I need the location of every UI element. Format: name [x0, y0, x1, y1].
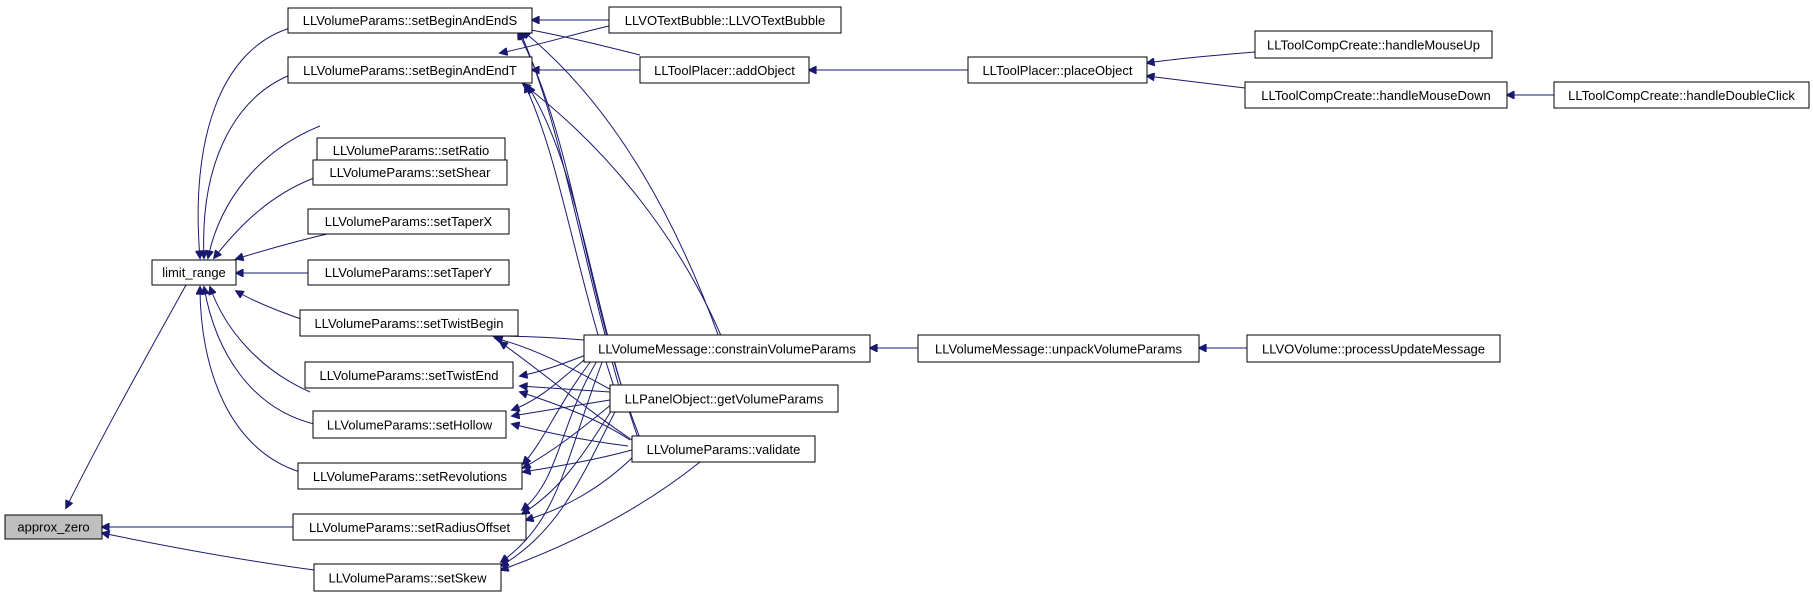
node-unpackvolumeparams[interactable]: LLVolumeMessage::unpackVolumeParams	[917, 334, 1200, 363]
node-settapery[interactable]: LLVolumeParams::setTaperY	[307, 259, 510, 286]
edge-addobject-to-setbeginandends	[520, 28, 641, 56]
svg-text:LLToolPlacer::placeObject: LLToolPlacer::placeObject	[982, 63, 1132, 78]
edge-constrain-to-setskew	[501, 356, 605, 562]
node-llvotextbubble[interactable]: LLVOTextBubble::LLVOTextBubble	[608, 6, 842, 34]
svg-text:LLVOVolume::processUpdateMessa: LLVOVolume::processUpdateMessage	[1262, 342, 1485, 357]
svg-text:LLVolumeParams::setSkew: LLVolumeParams::setSkew	[329, 571, 488, 586]
edge-setshear-to-limit-range	[214, 177, 315, 258]
svg-text:LLVolumeMessage::constrainVolu: LLVolumeMessage::constrainVolumeParams	[598, 342, 856, 357]
node-settwistbegin[interactable]: LLVolumeParams::setTwistBegin	[299, 309, 519, 337]
node-constrainvolumeparams[interactable]: LLVolumeMessage::constrainVolumeParams	[583, 334, 871, 363]
node-setbeginandendt[interactable]: LLVolumeParams::setBeginAndEndT	[287, 56, 533, 84]
edge-constrain-to-setbeginandends	[523, 31, 721, 341]
svg-text:LLVolumeParams::setRadiusOffse: LLVolumeParams::setRadiusOffset	[309, 520, 511, 535]
node-processupdatemessage[interactable]: LLVOVolume::processUpdateMessage	[1246, 334, 1501, 363]
svg-text:LLVolumeParams::setHollow: LLVolumeParams::setHollow	[327, 418, 493, 433]
svg-text:LLToolCompCreate::handleDouble: LLToolCompCreate::handleDoubleClick	[1568, 88, 1795, 103]
edge-settaperx-to-limit-range	[236, 230, 341, 259]
edge-constrain-to-sethollow	[512, 354, 591, 410]
node-settaperx[interactable]: LLVolumeParams::setTaperX	[307, 208, 510, 235]
node-handlemousedown[interactable]: LLToolCompCreate::handleMouseDown	[1244, 81, 1508, 109]
node-setratio[interactable]: LLVolumeParams::setRatio	[316, 137, 506, 164]
edge-constrain-to-setrevolutions	[523, 355, 596, 464]
edge-constrain-to-settwistbegin	[493, 336, 585, 341]
svg-text:LLVolumeParams::setRatio: LLVolumeParams::setRatio	[333, 143, 490, 158]
node-approx-zero[interactable]: approx_zero	[4, 514, 103, 540]
edges	[66, 20, 1554, 570]
svg-text:LLVolumeParams::setBeginAndEnd: LLVolumeParams::setBeginAndEndT	[303, 63, 517, 78]
node-sethollow[interactable]: LLVolumeParams::setHollow	[312, 410, 507, 439]
edge-limit-range-to-approx-zero	[66, 284, 187, 508]
node-handlemouseup[interactable]: LLToolCompCreate::handleMouseUp	[1254, 30, 1493, 59]
edge-setrevolutions-to-limit-range	[200, 287, 301, 473]
edge-validate-to-setradiusoffset	[526, 453, 637, 520]
node-addobject[interactable]: LLToolPlacer::addObject	[639, 56, 810, 84]
node-setbeginandends[interactable]: LLVolumeParams::setBeginAndEndS	[287, 7, 533, 34]
node-placeobject[interactable]: LLToolPlacer::placeObject	[967, 56, 1148, 84]
svg-text:LLToolCompCreate::handleMouseD: LLToolCompCreate::handleMouseDown	[1261, 88, 1491, 103]
edge-getvolparams-to-setradiusoffset	[522, 404, 616, 514]
edge-getvolparams-to-settwistbegin	[495, 338, 616, 393]
node-handledoubleclick[interactable]: LLToolCompCreate::handleDoubleClick	[1553, 81, 1810, 109]
edge-getvolparams-to-setskew	[501, 405, 619, 566]
svg-text:LLPanelObject::getVolumeParams: LLPanelObject::getVolumeParams	[625, 392, 824, 407]
edge-constrain-to-setbeginandendt	[523, 84, 723, 339]
svg-text:LLVolumeParams::setTaperY: LLVolumeParams::setTaperY	[325, 265, 493, 280]
svg-text:LLVolumeParams::setTwistEnd: LLVolumeParams::setTwistEnd	[320, 368, 499, 383]
edge-setbeginandends-to-limit-range	[198, 27, 291, 258]
edge-textbubble-to-setbeginandendt	[500, 25, 610, 53]
edge-constrain-to-settwistend	[520, 354, 587, 376]
node-getvolumeparams[interactable]: LLPanelObject::getVolumeParams	[609, 384, 839, 413]
svg-text:limit_range: limit_range	[162, 265, 226, 280]
svg-text:LLVolumeParams::setTwistBegin: LLVolumeParams::setTwistBegin	[314, 316, 503, 331]
node-setshear[interactable]: LLVolumeParams::setShear	[312, 159, 508, 186]
node-validate[interactable]: LLVolumeParams::validate	[631, 435, 816, 463]
edge-setratio-to-limit-range	[208, 125, 321, 258]
edge-constrain-to-setradiusoffset	[522, 355, 601, 510]
svg-text:LLVOTextBubble::LLVOTextBubble: LLVOTextBubble::LLVOTextBubble	[625, 13, 825, 28]
nodes: approx_zero limit_range LLVolumeParams::…	[4, 6, 1810, 592]
edge-validate-to-setskew	[501, 461, 701, 570]
edge-getvolparams-to-setrevolutions	[523, 403, 613, 468]
svg-text:LLVolumeParams::setTaperX: LLVolumeParams::setTaperX	[325, 214, 493, 229]
svg-text:LLVolumeParams::setBeginAndEnd: LLVolumeParams::setBeginAndEndS	[303, 13, 518, 28]
edge-getvolparams-to-sethollow	[512, 399, 611, 416]
svg-text:LLVolumeMessage::unpackVolumeP: LLVolumeMessage::unpackVolumeParams	[935, 342, 1182, 357]
node-settwistend[interactable]: LLVolumeParams::setTwistEnd	[304, 361, 514, 389]
edge-setskew-to-approx-zero	[102, 533, 315, 571]
node-limit-range[interactable]: limit_range	[151, 259, 237, 286]
edge-validate-to-sethollow	[512, 424, 629, 447]
node-setrevolutions[interactable]: LLVolumeParams::setRevolutions	[297, 462, 523, 490]
node-setskew[interactable]: LLVolumeParams::setSkew	[313, 563, 502, 592]
edge-setbeginandendt-to-limit-range	[204, 74, 291, 258]
edge-settwistend-to-limit-range	[210, 287, 311, 393]
edge-mousedown-to-placeobject	[1147, 76, 1246, 89]
edge-mouseup-to-placeobject	[1147, 51, 1256, 63]
svg-text:LLToolCompCreate::handleMouseU: LLToolCompCreate::handleMouseUp	[1267, 38, 1480, 53]
svg-text:LLVolumeParams::validate: LLVolumeParams::validate	[647, 442, 801, 457]
edge-sethollow-to-limit-range	[204, 287, 319, 426]
svg-text:LLVolumeParams::setRevolutions: LLVolumeParams::setRevolutions	[313, 469, 508, 484]
svg-text:LLToolPlacer::addObject: LLToolPlacer::addObject	[654, 63, 795, 78]
edge-validate-to-settwistend	[520, 392, 631, 441]
edge-validate-to-setrevolutions	[523, 449, 633, 472]
svg-text:LLVolumeParams::setShear: LLVolumeParams::setShear	[330, 165, 492, 180]
edge-validate-to-setbeginandendt	[528, 86, 639, 439]
svg-text:approx_zero: approx_zero	[17, 520, 89, 535]
edge-getvolparams-to-settwistend	[520, 386, 611, 393]
node-setradiusoffset[interactable]: LLVolumeParams::setRadiusOffset	[292, 513, 527, 541]
